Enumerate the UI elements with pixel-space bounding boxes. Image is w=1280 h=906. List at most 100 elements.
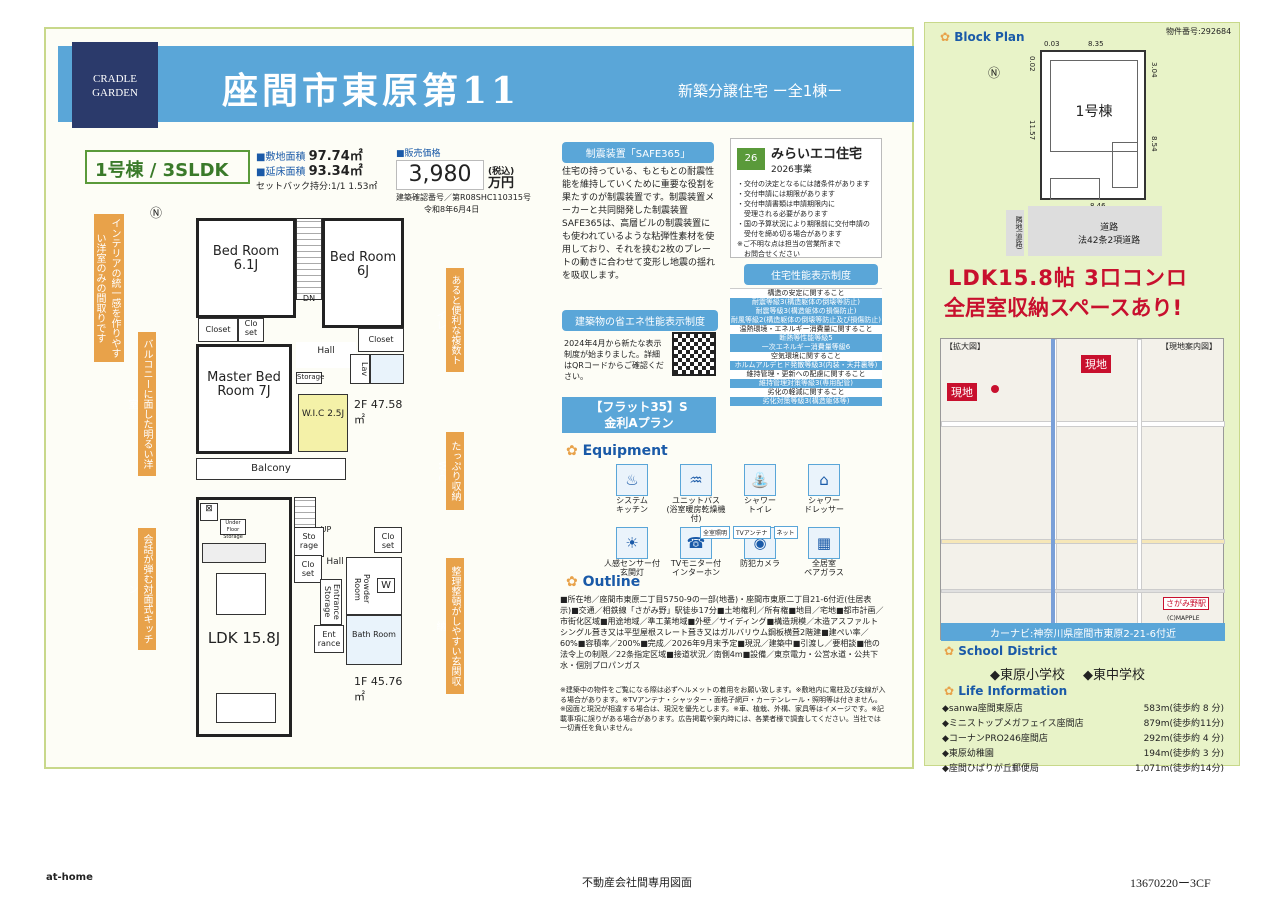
side-road-label: 隣地(道路) [1006, 210, 1024, 256]
perf-head: 劣化の軽減に関すること [730, 388, 882, 397]
school-item: 東中学校 [1093, 668, 1146, 683]
outline-heading: ✿ Outline [566, 574, 640, 590]
badge-antenna: TVアンテナ [733, 526, 771, 539]
perf-item: 維持管理対策等級3(専用配管) [730, 379, 882, 388]
dim-label: 3.04 [1150, 62, 1158, 78]
equip-item: ⛲シャワー トイレ [728, 464, 792, 523]
dim-label: 11.57 [1028, 120, 1036, 141]
intercom-icon: ☎ [680, 527, 712, 559]
eco-badge-icon: 26 [737, 148, 765, 170]
north-arrow-icon: Ⓝ [150, 206, 163, 220]
footer-brand: at-home [46, 872, 93, 883]
map-here-right: 現地 [1081, 355, 1111, 373]
page-title: 座間市東原第11 [222, 70, 521, 112]
dresser-icon: ⌂ [808, 464, 840, 496]
parking-car-icon [1050, 178, 1100, 200]
life-dist: 292m(徒歩約 4 分) [1143, 734, 1224, 744]
performance-table: 構造の安定に関すること 耐震等級3(構造躯体の倒壊等防止) 耐震等級3(構造躯体… [730, 288, 882, 406]
equip-label: シャワー トイレ [744, 496, 776, 514]
hall-2f: Hall [296, 342, 356, 368]
entrance: Ent rance [314, 625, 344, 653]
logo-text: CRADLE GARDEN [92, 73, 138, 99]
floor-plan-2f: Bed Room 6.1J Bed Room 6J DN Closet Clo … [196, 218, 404, 480]
under-floor-storage: Under Floor Storage [220, 519, 246, 540]
price-value: 3,980 [396, 160, 484, 190]
perf-item: ホルムアルデヒド発散等級3(内装・天井裏等) [730, 361, 882, 370]
eco-panel: 26 みらいエコ住宅 2026事業 ・交付の決定となるには諸条件があります ・交付… [730, 138, 882, 258]
bath-room: Bath Room [346, 615, 402, 665]
sensor-light-icon: ☀ [616, 527, 648, 559]
equip-item: ⌂シャワー ドレッサー [792, 464, 856, 523]
life-heading: ✿ Life Information [944, 684, 1067, 698]
highlight-storage: 全居室収納スペースあり! [944, 296, 1183, 320]
map-navi: カーナビ:神奈川県座間市東原2-21-6付近 [941, 623, 1225, 641]
washer-label: W [377, 578, 395, 593]
room-master-bed: Master Bed Room 7J [196, 344, 292, 454]
equip-label: TVモニター付 インターホン [670, 559, 722, 577]
balcony: Balcony [196, 458, 346, 480]
closet-3: Closet [358, 328, 404, 352]
callout-entrance: 整理整頓がしやすい玄関収納 [434, 558, 464, 694]
room-label: Master Bed Room 7J [207, 370, 281, 399]
equip-label: システム キッチン [616, 496, 648, 514]
callout-kitchen: 会話が弾む対面式キッチン [126, 528, 156, 650]
callout-interior: インテリアの統一感を作りやすい洋室のみの間取りです [94, 214, 124, 362]
hall-1f: Hall [326, 557, 344, 567]
qr-code-icon[interactable] [672, 332, 716, 376]
room-label: Bed Room 6J [329, 250, 397, 279]
eco-line: ・交付の決定となるには諸条件があります [737, 180, 870, 188]
energy-title: 建築物の省エネ性能表示制度 [562, 310, 718, 331]
block-unit-label: 1号棟 [1050, 60, 1138, 152]
life-dist: 194m(徒歩約 3 分) [1143, 749, 1224, 759]
floor-area-value: 93.34㎡ [308, 164, 363, 179]
safe-title: 制震装置「SAFE365」 [562, 142, 714, 163]
road-area: 道路法42条2項道路 [1028, 206, 1162, 256]
eco-sub: 2026事業 [771, 165, 812, 175]
callout-balcony: バルコニーに面した明るい洋室 [126, 332, 156, 476]
dim-label: 8.54 [1150, 136, 1158, 152]
safe-text: 住宅の持っている、もともとの耐震性能を維持していくために重要な役割を果たすのが制… [562, 167, 716, 281]
perf-item: 劣化対策等級3(構造躯体等) [730, 397, 882, 406]
room-bed-1: Bed Room 6.1J [196, 218, 296, 318]
equipment-title: Equipment [582, 443, 668, 459]
window-icon: ⊠ [200, 503, 218, 521]
room-label: LDK 15.8J [207, 629, 281, 647]
map-copyright: (C)MAPPLE [1167, 615, 1200, 622]
lav-2f: Lav [350, 354, 370, 384]
life-dist: 583m(徒歩約 8 分) [1143, 704, 1224, 714]
flat35-line1: 【フラット35】S [590, 400, 688, 414]
eco-line: 受理される必要があります [737, 210, 828, 218]
flower-icon: ✿ [940, 30, 951, 44]
equip-label: 全居室 ペアガラス [804, 559, 844, 577]
badge-lighting: 全室照明 [700, 526, 731, 539]
property-number: 物件番号:292684 [1166, 27, 1232, 36]
flat35-line2: 金利Aプラン [604, 416, 674, 430]
outline-notes: ※建築中の物件をご覧になる際は必ずヘルメットの着用をお願い致します。※敷地内に電… [560, 686, 886, 732]
brand-logo: CRADLE GARDEN [72, 42, 158, 128]
callout-wic: たっぷり収納W-C [436, 432, 464, 510]
life-name: sanwa座間東原店 [948, 704, 1023, 714]
equip-label: 防犯カメラ [740, 559, 780, 568]
block-heading: ✿ Block Plan [940, 30, 1025, 44]
closet-1f-b: Clo set [374, 527, 402, 553]
perf-head: 構造の安定に関すること [730, 288, 882, 298]
equipment-grid: ♨システム キッチン ♒ユニットバス (浴室暖房乾燥機付) ⛲シャワー トイレ … [600, 464, 862, 577]
life-dist: 879m(徒歩約11分) [1143, 719, 1224, 729]
equip-item: ☎TVモニター付 インターホン [664, 527, 728, 577]
kitchen-counter [202, 543, 266, 563]
outline-text: ■所在地／座間市東原二丁目5750-9の一部(地番)・座間市東原二丁目21-6付… [560, 595, 884, 670]
parking-car-icon [1112, 142, 1138, 188]
eco-title: みらいエコ住宅 [771, 147, 863, 162]
price-unit: 万円 [488, 176, 515, 191]
eco-line: ・交付申請書類は申請期限内に [737, 200, 835, 208]
life-dist: 1,071m(徒歩約14分) [1134, 764, 1224, 774]
location-map[interactable]: 【拡大図】 【現地案内図】 現地 現地 さがみ野駅 (C)MAPPLE カーナビ… [940, 338, 1225, 641]
eco-line: 受付を締め切る場合があります [737, 230, 842, 238]
floor-area-label: ■延床面積 [256, 167, 306, 178]
unit-type: 3SLDK [162, 160, 229, 181]
equipment-heading: ✿ Equipment [566, 443, 668, 459]
